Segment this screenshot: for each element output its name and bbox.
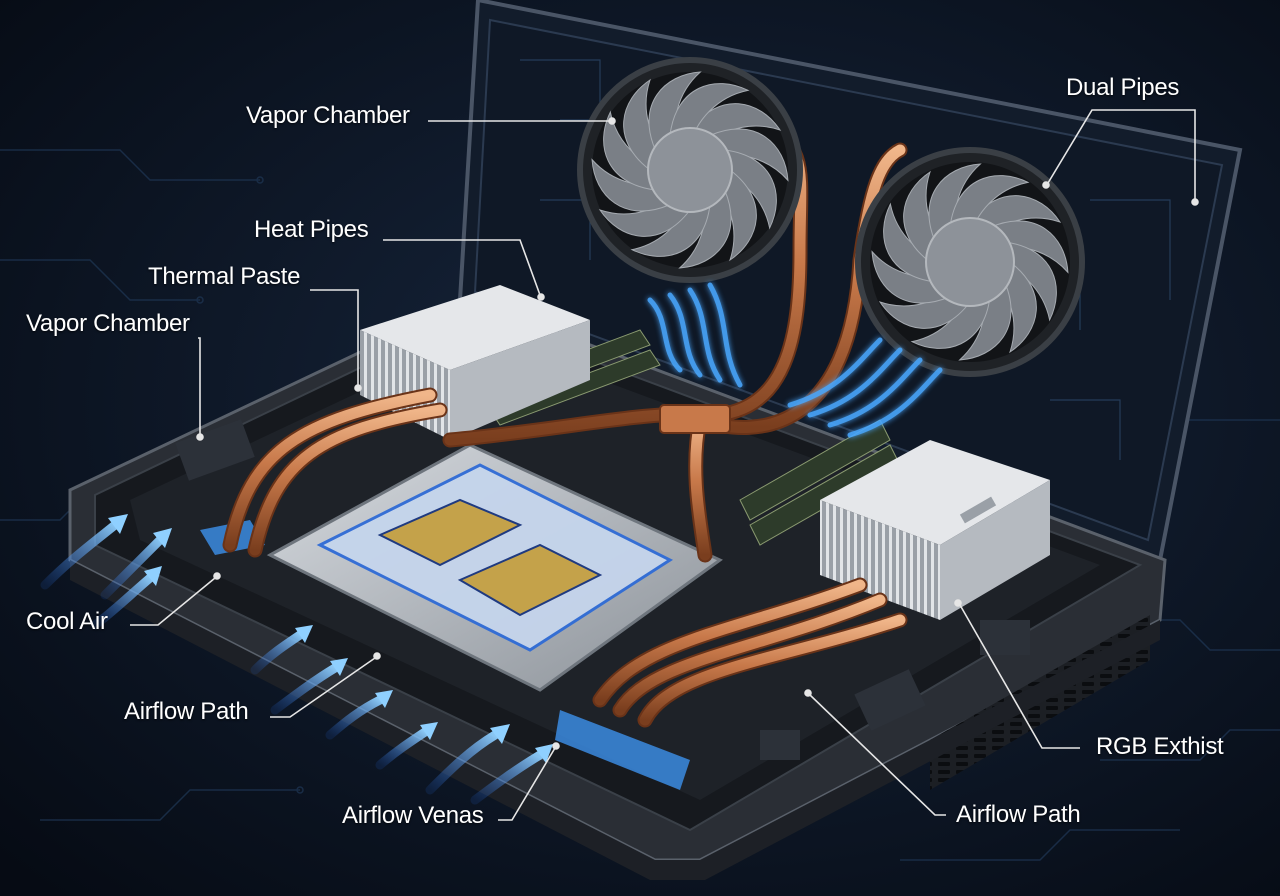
fan-icon	[855, 147, 1085, 377]
fan-icon	[577, 57, 803, 283]
leader-heat-pipes	[383, 239, 541, 296]
vapor-chamber-plate	[266, 443, 723, 692]
leader-airflow-venas	[498, 747, 556, 821]
leader-lines	[130, 109, 1199, 821]
exhaust-airflow	[647, 282, 943, 438]
heatsink-right	[820, 440, 1050, 620]
label-heat-pipes: Heat Pipes	[254, 216, 369, 243]
label-vapor-chamber-left: Vapor Chamber	[26, 310, 190, 337]
label-dual-pipes: Dual Pipes	[1066, 74, 1180, 101]
airflow-arrowheads	[108, 514, 553, 763]
label-rgb-exthist: RGB Exthist	[1096, 733, 1224, 760]
label-airflow-path-right: Airflow Path	[956, 801, 1081, 828]
label-thermal-paste: Thermal Paste	[148, 263, 301, 290]
airflow-arrow-icon	[40, 520, 545, 805]
label-airflow-venas: Airflow Venas	[342, 802, 484, 829]
leader-vapor-chamber-left	[198, 337, 201, 435]
label-vapor-chamber-top: Vapor Chamber	[246, 102, 410, 129]
leader-cool-air	[130, 577, 216, 626]
label-cool-air: Cool Air	[26, 608, 108, 635]
leader-thermal-paste	[310, 289, 359, 385]
leader-dual-pipes	[1047, 109, 1196, 200]
label-airflow-path-left: Airflow Path	[124, 698, 249, 725]
leader-airflow-path-left	[270, 657, 376, 718]
leader-rgb-exthist	[959, 604, 1080, 749]
leader-airflow-path-right	[809, 694, 946, 816]
